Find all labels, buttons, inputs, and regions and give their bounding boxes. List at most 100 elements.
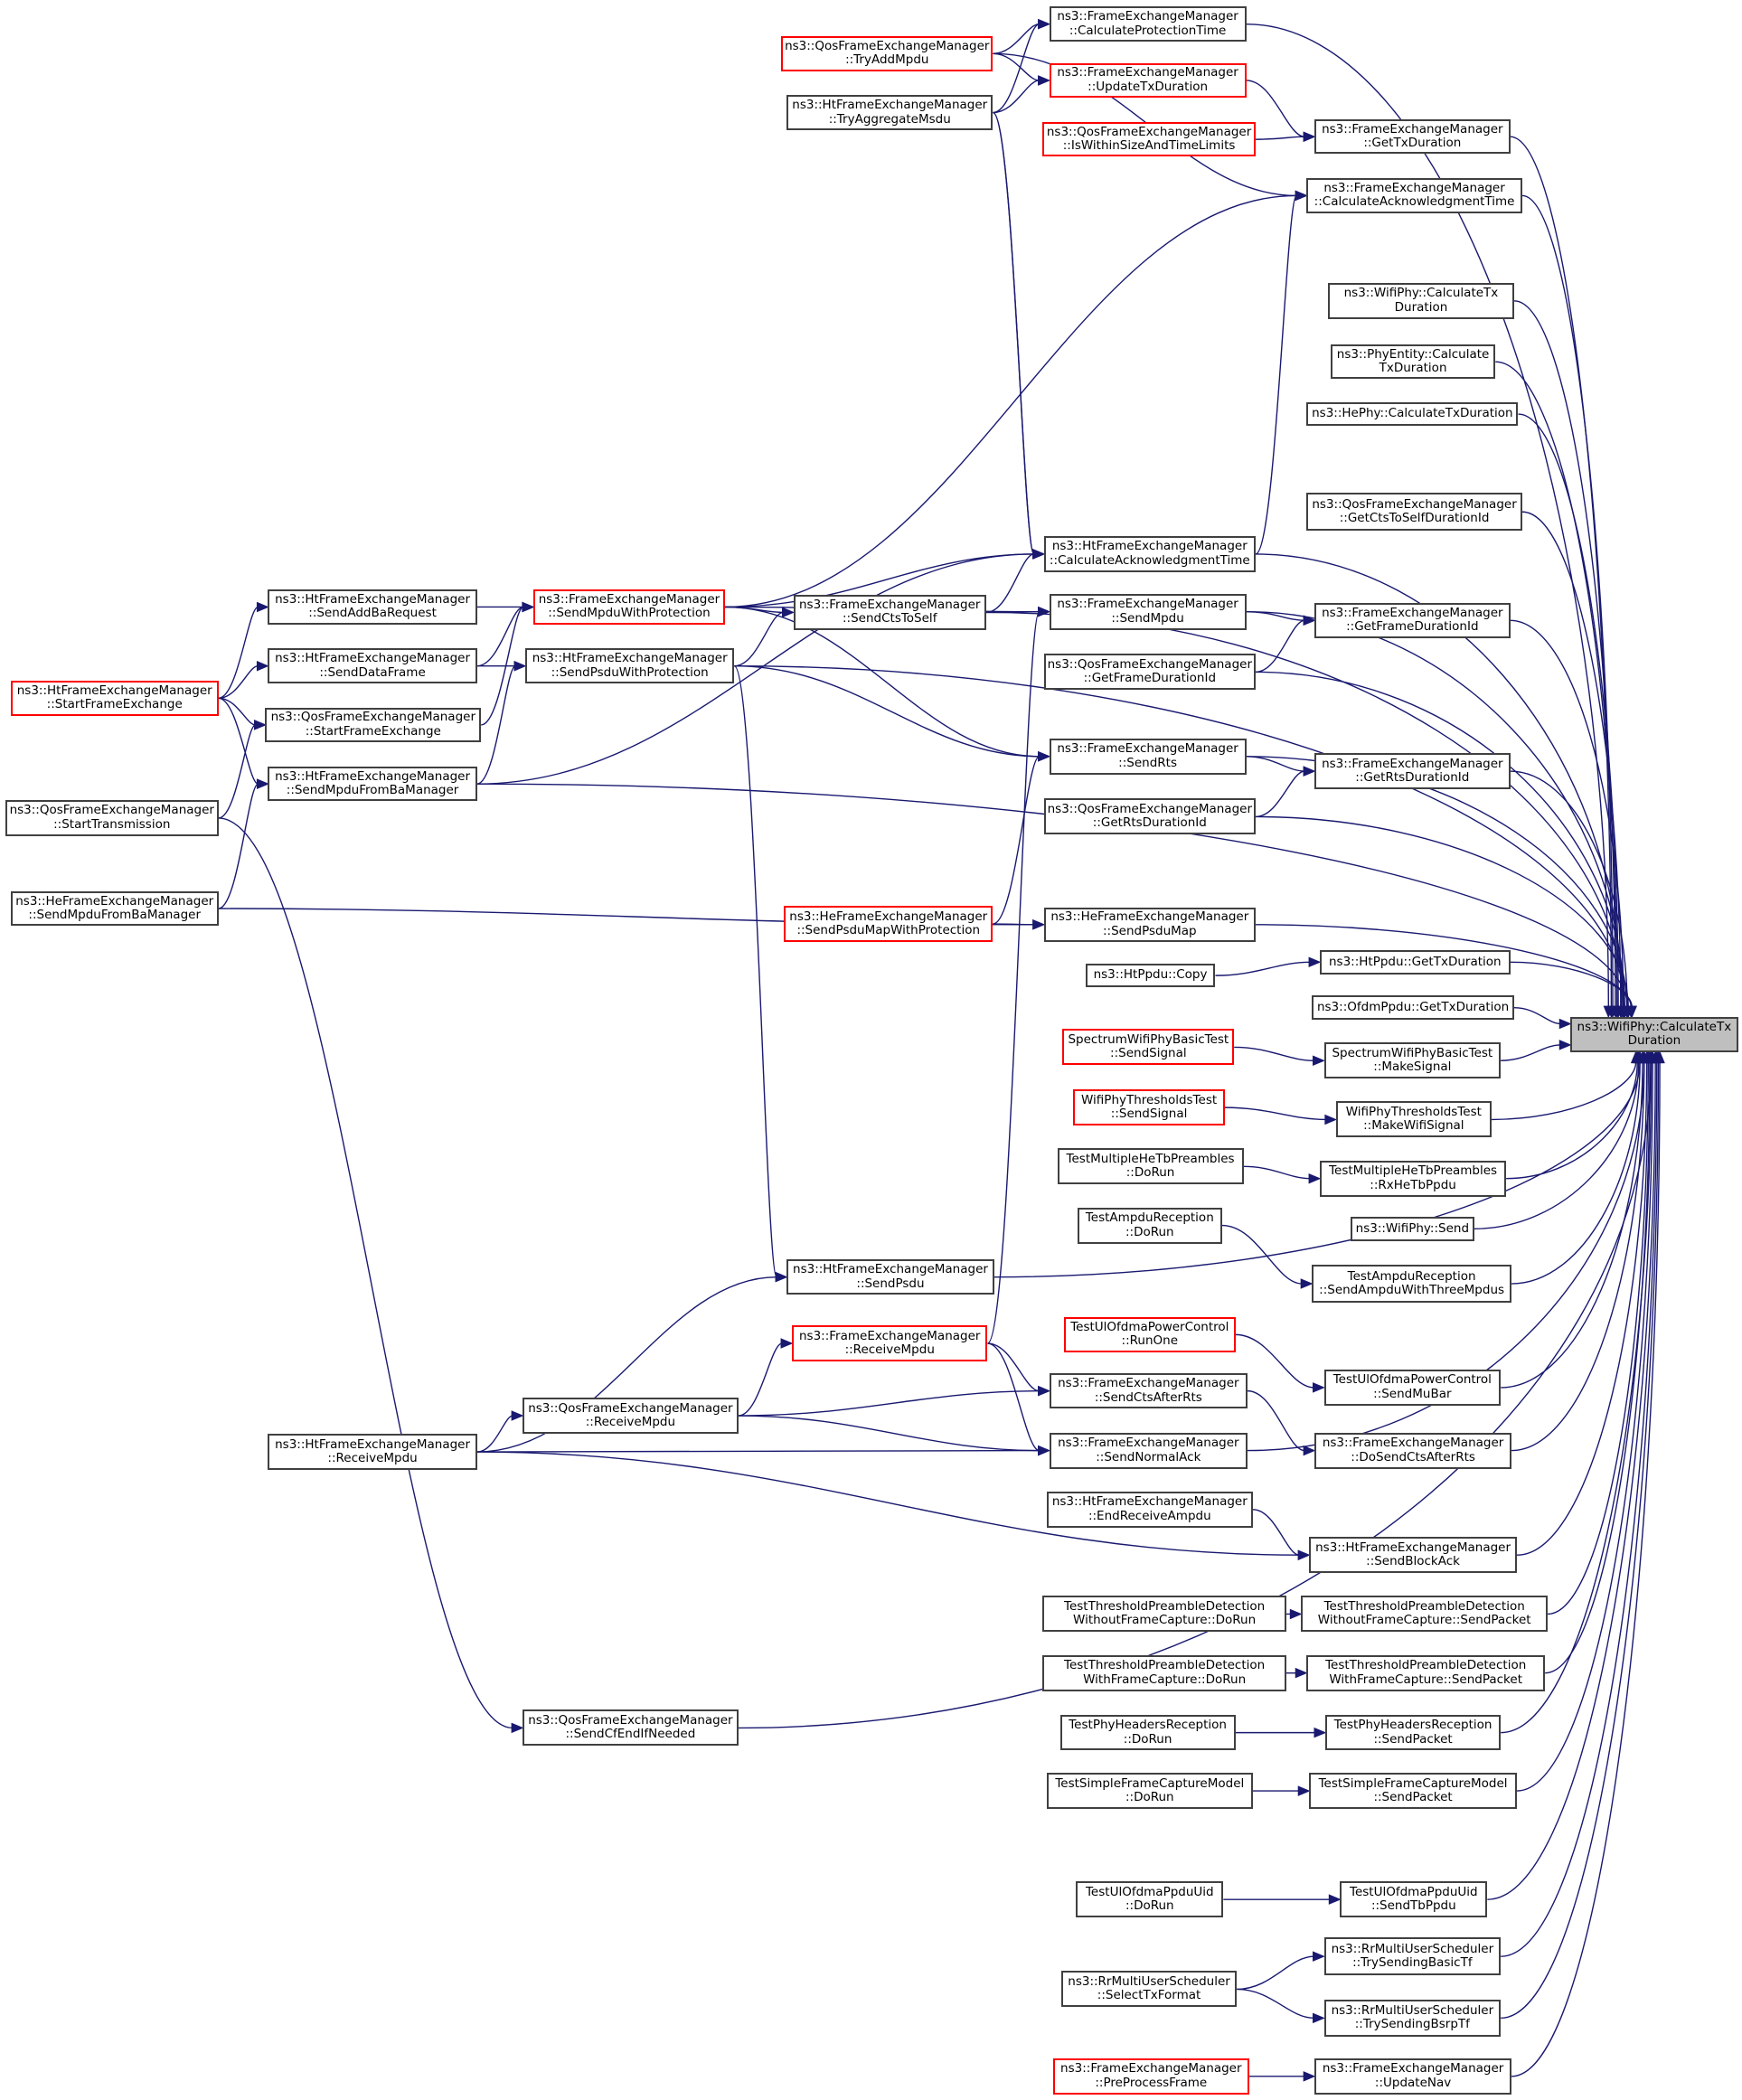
graph-node-qos-recv-mpdu[interactable]: ns3::QosFrameExchangeManager ::ReceiveMp… xyxy=(523,1398,739,1435)
graph-node-do-send-cts[interactable]: ns3::FrameExchangeManager ::DoSendCtsAft… xyxy=(1314,1432,1512,1469)
node-label: ns3::FrameExchangeManager ::SendRts xyxy=(1057,741,1238,770)
edge-rr-select-tx-to-rr-bsrp-tf xyxy=(1237,1988,1314,2020)
graph-node-ul-send-mu-bar[interactable]: TestUlOfdmaPowerControl ::SendMuBar xyxy=(1323,1369,1502,1406)
graph-node-calc-ack[interactable]: ns3::FrameExchangeManager ::CalculateAck… xyxy=(1306,178,1522,213)
graph-node-tpd-wdo-run[interactable]: TestThresholdPreambleDetection WithFrame… xyxy=(1042,1654,1286,1691)
edge-ht-try-agg-to-upd-tx xyxy=(993,80,1040,114)
graph-node-send-rts[interactable]: ns3::FrameExchangeManager ::SendRts xyxy=(1049,738,1247,775)
graph-node-get-frame-dur[interactable]: ns3::FrameExchangeManager ::GetFrameDura… xyxy=(1314,603,1511,638)
arrowhead-icon xyxy=(775,1271,788,1283)
graph-node-qos-try-add[interactable]: ns3::QosFrameExchangeManager ::TryAddMpd… xyxy=(781,36,993,71)
edge-wifi-send-to-root xyxy=(1474,1061,1640,1229)
arrowhead-icon xyxy=(1303,615,1316,626)
node-label: ns3::HtFrameExchangeManager ::StartFrame… xyxy=(16,683,212,712)
graph-node-phy-ent[interactable]: ns3::PhyEntity::Calculate TxDuration xyxy=(1330,344,1496,380)
graph-node-ul-uid-send-tb[interactable]: TestUlOfdmaPpduUid ::SendTbPpdu xyxy=(1340,1881,1488,1918)
edge-send-cts-self-to-ht-calc-ack xyxy=(985,553,1034,614)
graph-node-get-rts-dur[interactable]: ns3::FrameExchangeManager ::GetRtsDurati… xyxy=(1314,753,1511,790)
graph-node-ht-send-mpdu-ba[interactable]: ns3::HtFrameExchangeManager ::SendMpduFr… xyxy=(268,766,477,802)
graph-node-multi-rx[interactable]: TestMultipleHeTbPreambles ::RxHeTbPpdu xyxy=(1320,1160,1507,1197)
graph-node-ht-ppdu-copy[interactable]: ns3::HtPpdu::Copy xyxy=(1085,963,1216,988)
node-label: ns3::HeFrameExchangeManager ::SendMpduFr… xyxy=(15,893,214,922)
graph-node-send-cts-self[interactable]: ns3::FrameExchangeManager ::SendCtsToSel… xyxy=(793,595,986,630)
edge-send-mpdu-to-get-frame-dur xyxy=(1246,610,1305,622)
edge-get-rts-dur-to-root xyxy=(1510,770,1628,1008)
node-label: ns3::FrameExchangeManager ::SendNormalAc… xyxy=(1058,1436,1239,1464)
graph-node-ht-send-psdu-prot[interactable]: ns3::HtFrameExchangeManager ::SendPsduWi… xyxy=(525,648,735,683)
edge-send-mpdu-prot-to-send-rts xyxy=(724,606,1040,758)
graph-node-ht-try-agg[interactable]: ns3::HtFrameExchangeManager ::TryAggrega… xyxy=(786,95,993,130)
edge-sfc-send-to-root xyxy=(1516,1061,1653,1792)
graph-node-ht-send-add-ba[interactable]: ns3::HtFrameExchangeManager ::SendAddBaR… xyxy=(268,589,477,625)
graph-node-he-send-psdu-map-prot[interactable]: ns3::HeFrameExchangeManager ::SendPsduMa… xyxy=(784,906,993,943)
edge-phy-hdr-send-to-root xyxy=(1501,1061,1653,1734)
graph-node-fe-recv-mpdu[interactable]: ns3::FrameExchangeManager ::ReceiveMpdu xyxy=(792,1325,988,1362)
graph-node-ht-calc-ack[interactable]: ns3::HtFrameExchangeManager ::CalculateA… xyxy=(1043,535,1256,572)
graph-node-upd-tx[interactable]: ns3::FrameExchangeManager ::UpdateTxDura… xyxy=(1049,62,1247,99)
graph-node-he-phy[interactable]: ns3::HePhy::CalculateTxDuration xyxy=(1306,401,1519,427)
graph-node-ampdu-send3[interactable]: TestAmpduReception ::SendAmpduWithThreeM… xyxy=(1312,1265,1512,1303)
graph-node-spec-send-sig[interactable]: SpectrumWifiPhyBasicTest ::SendSignal xyxy=(1062,1029,1235,1066)
graph-node-qos-cts-self[interactable]: ns3::QosFrameExchangeManager ::GetCtsToS… xyxy=(1306,493,1522,531)
graph-node-qos-send-cf-end[interactable]: ns3::QosFrameExchangeManager ::SendCfEnd… xyxy=(523,1709,739,1747)
node-label: ns3::FrameExchangeManager ::CalculatePro… xyxy=(1057,9,1238,38)
arrowhead-icon xyxy=(1297,1549,1311,1560)
graph-node-sfc-send[interactable]: TestSimpleFrameCaptureModel ::SendPacket xyxy=(1309,1773,1517,1810)
node-label: ns3::QosFrameExchangeManager ::SendCfEnd… xyxy=(528,1712,733,1742)
arrowhead-icon xyxy=(256,601,269,613)
edge-fe-recv-mpdu-to-send-normal-ack xyxy=(987,1342,1040,1452)
graph-node-tpd-wo-send[interactable]: TestThresholdPreambleDetection WithoutFr… xyxy=(1301,1596,1549,1633)
graph-node-qos-start-fe[interactable]: ns3::QosFrameExchangeManager ::StartFram… xyxy=(265,707,482,743)
graph-node-ul-run-one[interactable]: TestUlOfdmaPowerControl ::RunOne xyxy=(1063,1317,1236,1352)
graph-node-qos-get-rts-dur[interactable]: ns3::QosFrameExchangeManager ::GetRtsDur… xyxy=(1043,798,1256,835)
graph-node-calc-prot[interactable]: ns3::FrameExchangeManager ::CalculatePro… xyxy=(1049,6,1247,42)
graph-node-qos-within[interactable]: ns3::QosFrameExchangeManager ::IsWithinS… xyxy=(1042,121,1256,157)
graph-node-send-normal-ack[interactable]: ns3::FrameExchangeManager ::SendNormalAc… xyxy=(1049,1432,1248,1469)
graph-node-sfc-do-run[interactable]: TestSimpleFrameCaptureModel ::DoRun xyxy=(1046,1773,1253,1810)
graph-node-rr-bsrp-tf[interactable]: ns3::RrMultiUserScheduler ::TrySendingBs… xyxy=(1323,1999,1502,2038)
edge-send-cts-after-rts-to-do-send-cts xyxy=(1247,1389,1305,1452)
graph-node-wifi-calc-tx[interactable]: ns3::WifiPhy::CalculateTx Duration xyxy=(1327,282,1514,319)
node-label: ns3::QosFrameExchangeManager ::ReceiveMp… xyxy=(528,1400,733,1430)
graph-node-phy-hdr-send[interactable]: TestPhyHeadersReception ::SendPacket xyxy=(1325,1715,1502,1750)
graph-node-tpd-wsend[interactable]: TestThresholdPreambleDetection WithFrame… xyxy=(1306,1654,1546,1691)
graph-node-ht-ppdu-get-tx[interactable]: ns3::HtPpdu::GetTxDuration xyxy=(1320,949,1511,975)
graph-node-get-tx[interactable]: ns3::FrameExchangeManager ::GetTxDuratio… xyxy=(1314,118,1511,155)
graph-node-ul-uid-do-run[interactable]: TestUlOfdmaPpduUid ::DoRun xyxy=(1076,1881,1224,1918)
arrowhead-icon xyxy=(1308,956,1322,968)
graph-node-ofdm-ppdu-get-tx[interactable]: ns3::OfdmPpdu::GetTxDuration xyxy=(1312,995,1514,1021)
edge-tpd-wo-send-to-root xyxy=(1548,1061,1649,1615)
graph-node-thr-send-sig[interactable]: WifiPhyThresholdsTest ::SendSignal xyxy=(1073,1089,1225,1126)
graph-node-ht-end-recv-ampdu[interactable]: ns3::HtFrameExchangeManager ::EndReceive… xyxy=(1046,1491,1253,1528)
node-label: TestThresholdPreambleDetection WithFrame… xyxy=(1064,1658,1266,1687)
node-label: ns3::HtFrameExchangeManager ::SendDataFr… xyxy=(275,651,471,680)
graph-node-send-cts-after-rts[interactable]: ns3::FrameExchangeManager ::SendCtsAfter… xyxy=(1049,1373,1248,1408)
graph-node-rr-basic-tf[interactable]: ns3::RrMultiUserScheduler ::TrySendingBa… xyxy=(1323,1937,1502,1975)
graph-node-thr-make-sig[interactable]: WifiPhyThresholdsTest ::MakeWifiSignal xyxy=(1335,1101,1492,1138)
graph-node-spec-make-sig[interactable]: SpectrumWifiPhyBasicTest ::MakeSignal xyxy=(1323,1042,1502,1079)
graph-node-ampdu-do-run[interactable]: TestAmpduReception ::DoRun xyxy=(1077,1207,1222,1244)
graph-node-ht-send-psdu[interactable]: ns3::HtFrameExchangeManager ::SendPsdu xyxy=(786,1259,994,1295)
graph-node-ht-send-data[interactable]: ns3::HtFrameExchangeManager ::SendDataFr… xyxy=(268,648,477,683)
graph-node-qos-start-tx[interactable]: ns3::QosFrameExchangeManager ::StartTran… xyxy=(5,799,219,836)
graph-node-send-mpdu-prot[interactable]: ns3::FrameExchangeManager ::SendMpduWith… xyxy=(532,589,725,625)
edge-ht-start-fe-to-ht-send-data xyxy=(218,665,259,699)
graph-node-phy-hdr-do-run[interactable]: TestPhyHeadersReception ::DoRun xyxy=(1059,1715,1236,1750)
graph-node-he-send-psdu-map[interactable]: ns3::HeFrameExchangeManager ::SendPsduMa… xyxy=(1043,907,1256,943)
edge-get-frame-dur-to-root xyxy=(1510,619,1624,1008)
graph-node-qos-get-frame-dur[interactable]: ns3::QosFrameExchangeManager ::GetFrameD… xyxy=(1043,654,1256,691)
node-label: TestSimpleFrameCaptureModel ::SendPacket xyxy=(1318,1775,1508,1805)
graph-node-ht-start-fe[interactable]: ns3::HtFrameExchangeManager ::StartFrame… xyxy=(10,681,219,716)
graph-node-upd-nav[interactable]: ns3::FrameExchangeManager ::UpdateNav xyxy=(1314,2058,1512,2095)
arrowhead-icon xyxy=(780,1338,794,1349)
graph-node-rr-select-tx[interactable]: ns3::RrMultiUserScheduler ::SelectTxForm… xyxy=(1060,1971,1238,2008)
graph-node-multi-do-run[interactable]: TestMultipleHeTbPreambles ::DoRun xyxy=(1057,1148,1244,1185)
graph-node-ht-recv-mpdu[interactable]: ns3::HtFrameExchangeManager ::ReceiveMpd… xyxy=(268,1434,477,1471)
graph-node-pre-proc[interactable]: ns3::FrameExchangeManager ::PreProcessFr… xyxy=(1053,2058,1249,2095)
node-label: ns3::RrMultiUserScheduler ::SelectTxForm… xyxy=(1068,1973,1230,2003)
graph-node-ht-send-block-ack[interactable]: ns3::HtFrameExchangeManager ::SendBlockA… xyxy=(1309,1537,1517,1574)
graph-node-he-send-mpdu-ba[interactable]: ns3::HeFrameExchangeManager ::SendMpduFr… xyxy=(10,890,219,927)
graph-node-tpd-wo-do-run[interactable]: TestThresholdPreambleDetection WithoutFr… xyxy=(1042,1596,1286,1633)
graph-node-wifi-send[interactable]: ns3::WifiPhy::Send xyxy=(1351,1216,1474,1241)
graph-node-send-mpdu[interactable]: ns3::FrameExchangeManager ::SendMpdu xyxy=(1049,593,1247,630)
